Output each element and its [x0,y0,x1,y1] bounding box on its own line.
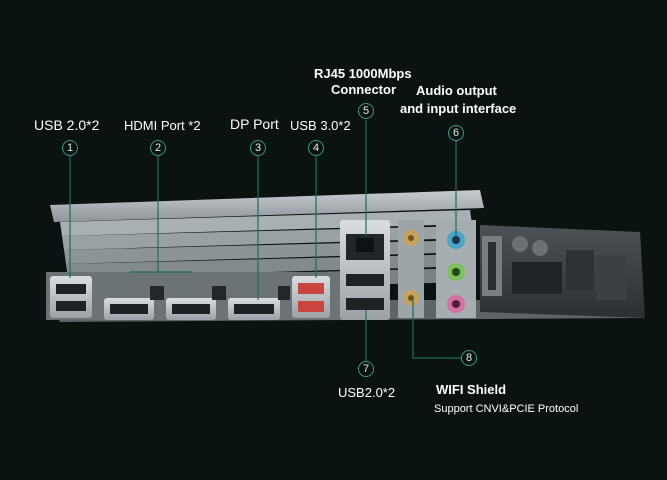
dp-port [228,286,290,320]
audio-label-line2: and input interface [400,101,517,116]
rj45-label-line2: Connector [331,82,396,97]
rj45-label-line1: RJ45 1000Mbps [314,66,412,81]
wifi-antenna-connectors [398,220,424,318]
audio-label-line1: Audio output [416,83,497,98]
usb3-label: USB 3.0*2 [290,118,351,133]
pcb-components [482,236,626,300]
callout-2-badge: 2 [150,140,166,156]
usb2-ports-left [50,276,92,318]
callout-5-badge: 5 [358,103,374,119]
callout-3-badge: 3 [250,140,266,156]
rj45-usb-stack [340,220,390,320]
callout-7-badge: 7 [358,361,374,377]
hdmi-label: HDMI Port *2 [124,118,201,133]
callout-4-badge: 4 [308,140,324,156]
hdmi-ports [104,286,226,320]
usb2-left-label: USB 2.0*2 [34,117,100,133]
dp-label: DP Port [230,116,279,132]
callout-6-badge: 6 [448,125,464,141]
audio-jacks [436,220,476,318]
callout-1-badge: 1 [62,140,78,156]
usb2-bottom-label: USB2.0*2 [338,385,396,400]
wifi-shield-label: WIFI Shield [436,382,507,397]
usb3-ports [292,276,330,318]
callout-8-badge: 8 [461,350,477,366]
wifi-protocol-label: Support CNVI&PCIE Protocol [434,403,579,415]
